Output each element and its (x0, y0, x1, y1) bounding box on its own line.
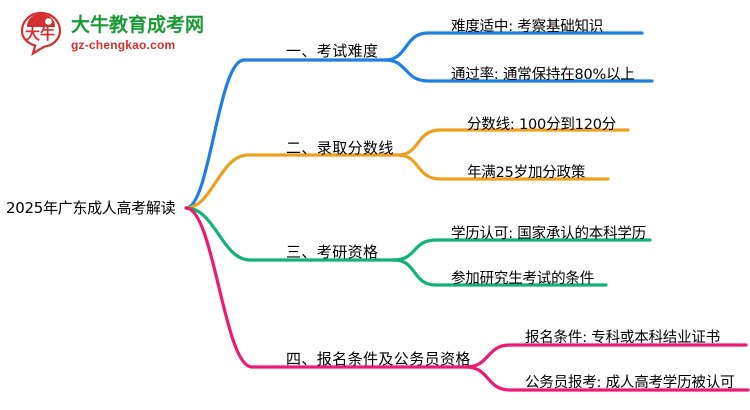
leaf-node-4-2[interactable]: 公务员报考: 成人高考学历被认可 (525, 375, 735, 391)
logo-name-cn: 大牛教育成考网 (71, 13, 205, 36)
branch-node-2[interactable]: 二、录取分数线 (286, 139, 394, 157)
wire-branch-3-to-leaf-3-1 (392, 238, 652, 262)
branch-node-4[interactable]: 四、报名条件及公务员资格 (286, 350, 471, 368)
leaf-node-3-1[interactable]: 学历认可: 国家承认的本科学历 (451, 226, 646, 242)
logo-name-en: gz-chengkao.com (71, 37, 176, 52)
leaf-node-1-1[interactable]: 难度适中: 考察基础知识 (451, 19, 604, 35)
leaf-node-1-2[interactable]: 通过率: 通常保持在80%以上 (451, 67, 635, 83)
branch-node-3[interactable]: 三、考研资格 (286, 243, 379, 261)
wire-root-to-branch-2 (184, 153, 400, 210)
leaf-node-4-1[interactable]: 报名条件: 专科或本科结业证书 (525, 330, 720, 346)
leaf-node-3-2[interactable]: 参加研究生考试的条件 (451, 271, 594, 287)
wire-branch-4-to-leaf-4-1 (464, 343, 748, 369)
wire-root-to-branch-4 (184, 206, 468, 369)
wire-root-to-branch-1 (184, 58, 387, 210)
wire-branch-1-to-leaf-1-1 (383, 31, 644, 62)
svg-text:大牛: 大牛 (25, 25, 55, 43)
leaf-node-2-1[interactable]: 分数线: 100分到120分 (467, 117, 617, 133)
root-node[interactable]: 2025年广东成人高考解读 (6, 199, 176, 217)
branch-node-1[interactable]: 一、考试难度 (286, 42, 379, 60)
leaf-node-2-2[interactable]: 年满25岁加分政策 (467, 165, 586, 181)
logo-mark-icon: 大牛 (18, 10, 64, 56)
site-logo: 大牛 大牛教育成考网 gz-chengkao.com (18, 8, 208, 58)
logo-wordmark: 大牛教育成考网 gz-chengkao.com (71, 13, 205, 52)
